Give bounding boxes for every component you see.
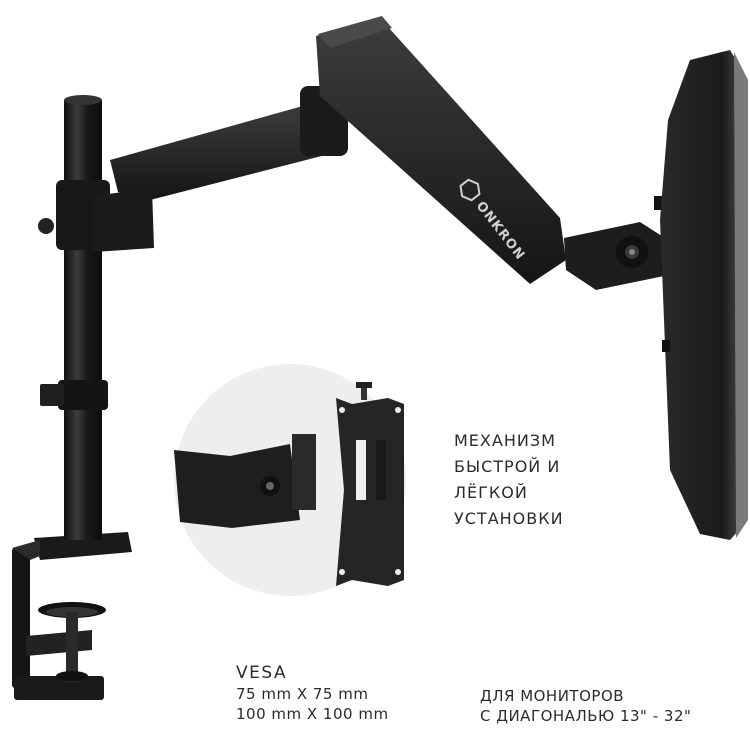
monitor bbox=[660, 50, 748, 540]
onkron-hexagon-icon bbox=[459, 178, 481, 202]
desk-clamp bbox=[12, 532, 132, 700]
caption-line: ЛЁГКОЙ bbox=[454, 483, 528, 502]
quick-release-inset bbox=[174, 364, 406, 596]
diagonal-spec: ДЛЯ МОНИТОРОВ С ДИАГОНАЛЬЮ 13" - 32" bbox=[480, 686, 691, 726]
caption-line: МЕХАНИЗМ bbox=[454, 431, 556, 450]
vesa-size: 100 mm X 100 mm bbox=[236, 705, 389, 723]
quick-install-caption: МЕХАНИЗМ БЫСТРОЙ И ЛЁГКОЙ УСТАНОВКИ bbox=[454, 428, 564, 532]
vesa-spec: VESA 75 mm X 75 mm 100 mm X 100 mm bbox=[236, 662, 389, 724]
gas-spring-arm: ONKRON bbox=[316, 16, 566, 284]
caption-line: БЫСТРОЙ И bbox=[454, 457, 561, 476]
vesa-title: VESA bbox=[236, 663, 288, 683]
support-pole bbox=[38, 95, 110, 540]
caption-line: УСТАНОВКИ bbox=[454, 509, 564, 528]
lower-arm bbox=[94, 86, 348, 252]
diagonal-line: ДЛЯ МОНИТОРОВ bbox=[480, 687, 625, 705]
tilt-head bbox=[564, 196, 668, 290]
vesa-size: 75 mm X 75 mm bbox=[236, 685, 369, 703]
diagonal-line: С ДИАГОНАЛЬЮ 13" - 32" bbox=[480, 707, 692, 725]
